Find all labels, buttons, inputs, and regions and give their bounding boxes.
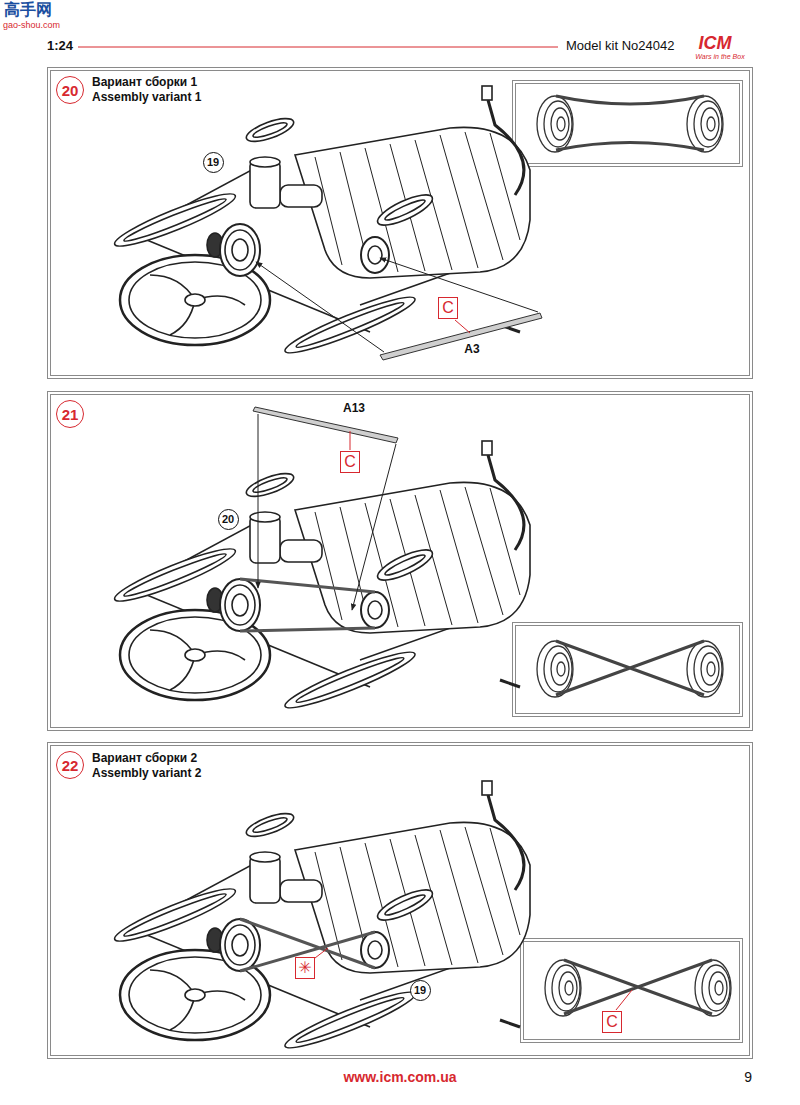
step-title: Assembly variant 2 xyxy=(92,767,201,781)
asterisk-mark-text: ✳ xyxy=(298,960,311,976)
callout-number-text: 20 xyxy=(222,514,234,525)
color-code: C xyxy=(602,1011,622,1033)
color-code-text: C xyxy=(442,300,454,316)
step-number: 22 xyxy=(56,751,84,779)
color-code: C xyxy=(340,451,360,473)
step-number-text: 21 xyxy=(62,407,79,422)
step-number: 21 xyxy=(56,400,84,428)
brand-tagline: Wars in the Box xyxy=(695,53,744,61)
color-code-text: C xyxy=(344,454,356,470)
callout-number-text: 19 xyxy=(207,157,219,168)
color-code-text: C xyxy=(606,1014,618,1030)
part-number: A13 xyxy=(343,402,365,416)
step-number-text: 22 xyxy=(62,758,79,773)
scale: 1:24 xyxy=(47,39,73,54)
watermark: gao-shou.com xyxy=(3,20,60,30)
page-number: 9 xyxy=(744,1069,752,1085)
step-number: 20 xyxy=(56,76,84,104)
part-number: A3 xyxy=(464,343,479,357)
kit-number: Model kit No24042 xyxy=(566,39,674,54)
asterisk-mark: ✳ xyxy=(295,957,315,979)
step-title: Вариант сборки 1 xyxy=(92,76,197,90)
step-number-text: 20 xyxy=(62,83,79,98)
website: www.icm.com.ua xyxy=(343,1069,456,1085)
callout-number-text: 19 xyxy=(414,985,426,996)
brand-logo: ICM xyxy=(699,33,732,54)
callout-number: 19 xyxy=(410,980,431,1001)
callout-number: 19 xyxy=(203,152,224,173)
callout-number: 20 xyxy=(218,509,239,530)
step-title: Вариант сборки 2 xyxy=(92,752,197,766)
color-code: C xyxy=(438,297,458,319)
step-title: Assembly variant 1 xyxy=(92,91,201,105)
watermark: 高手网 xyxy=(4,1,52,19)
